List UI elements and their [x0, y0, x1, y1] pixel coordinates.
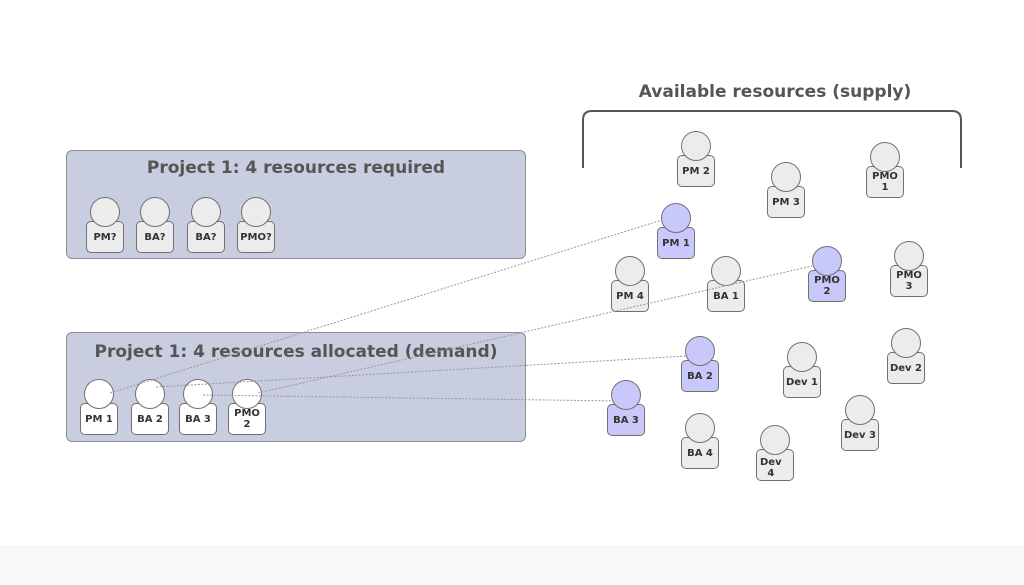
- supply-resource-dev4[interactable]: Dev 4: [756, 425, 796, 483]
- allocated-slot-ba2[interactable]: BA 2: [131, 379, 171, 437]
- supply-resource-pm4[interactable]: PM 4: [611, 256, 651, 314]
- supply-resource-ba1[interactable]: BA 1: [707, 256, 747, 314]
- slot-label: PMO 2: [228, 403, 266, 435]
- supply-resource-pmo3[interactable]: PMO 3: [890, 241, 930, 299]
- person-head-icon: [183, 379, 213, 409]
- person-head-icon: [894, 241, 924, 271]
- required-panel-title: Project 1: 4 resources required: [146, 158, 446, 178]
- person-head-icon: [135, 379, 165, 409]
- supply-resource-pm1[interactable]: PM 1: [657, 203, 697, 261]
- person-head-icon: [685, 413, 715, 443]
- allocated-slot-pmo2[interactable]: PMO 2: [228, 379, 268, 437]
- resource-label: PMO 2: [808, 270, 846, 302]
- person-head-icon: [845, 395, 875, 425]
- person-head-icon: [771, 162, 801, 192]
- required-slot-pmo[interactable]: PMO?: [237, 197, 277, 255]
- required-slot-ba[interactable]: BA?: [136, 197, 176, 255]
- supply-resource-pm2[interactable]: PM 2: [677, 131, 717, 189]
- person-head-icon: [611, 380, 641, 410]
- person-head-icon: [870, 142, 900, 172]
- supply-resource-ba2[interactable]: BA 2: [681, 336, 721, 394]
- supply-resource-dev2[interactable]: Dev 2: [887, 328, 927, 386]
- supply-resource-dev3[interactable]: Dev 3: [841, 395, 881, 453]
- supply-resource-pmo2[interactable]: PMO 2: [808, 246, 848, 304]
- allocated-slot-pm1[interactable]: PM 1: [80, 379, 120, 437]
- supply-resource-dev1[interactable]: Dev 1: [783, 342, 823, 400]
- required-slot-pm[interactable]: PM?: [86, 197, 126, 255]
- person-head-icon: [681, 131, 711, 161]
- background-band: [0, 545, 1024, 585]
- person-head-icon: [615, 256, 645, 286]
- person-head-icon: [191, 197, 221, 227]
- allocated-slot-ba3[interactable]: BA 3: [179, 379, 219, 437]
- required-slot-ba[interactable]: BA?: [187, 197, 227, 255]
- person-head-icon: [232, 379, 262, 409]
- supply-title: Available resources (supply): [638, 82, 912, 102]
- person-head-icon: [84, 379, 114, 409]
- person-head-icon: [891, 328, 921, 358]
- person-head-icon: [90, 197, 120, 227]
- allocated-resources-panel: Project 1: 4 resources allocated (demand…: [66, 332, 526, 442]
- person-head-icon: [661, 203, 691, 233]
- resource-label: Dev 3: [841, 419, 879, 451]
- supply-resource-ba4[interactable]: BA 4: [681, 413, 721, 471]
- supply-resource-ba3[interactable]: BA 3: [607, 380, 647, 438]
- person-head-icon: [241, 197, 271, 227]
- person-head-icon: [711, 256, 741, 286]
- person-head-icon: [787, 342, 817, 372]
- required-resources-panel: Project 1: 4 resources required PM? BA? …: [66, 150, 526, 259]
- person-head-icon: [685, 336, 715, 366]
- person-head-icon: [812, 246, 842, 276]
- supply-resource-pm3[interactable]: PM 3: [767, 162, 807, 220]
- person-head-icon: [140, 197, 170, 227]
- allocated-panel-title: Project 1: 4 resources allocated (demand…: [94, 342, 498, 362]
- person-head-icon: [760, 425, 790, 455]
- supply-resource-pmo1[interactable]: PMO 1: [866, 142, 906, 200]
